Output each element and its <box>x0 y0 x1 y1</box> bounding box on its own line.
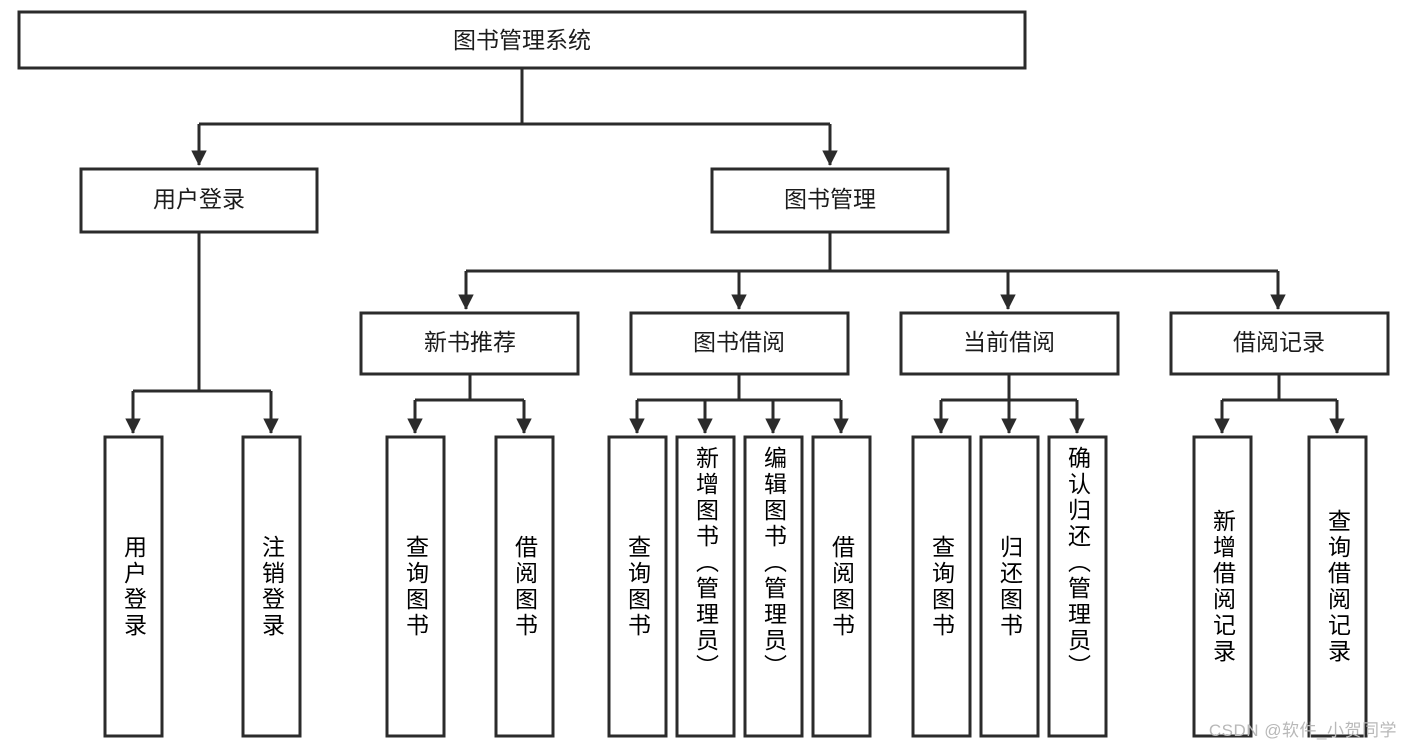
leaf-borrow-books-recommend-label: 借阅图书 <box>511 534 538 639</box>
leaf-confirm-return-admin-box[interactable] <box>1047 435 1108 738</box>
leaf-query-books-current-box[interactable] <box>911 435 972 738</box>
leaf-query-borrow-record-label: 查询借阅记录 <box>1324 508 1351 665</box>
node-user-login-box[interactable] <box>79 167 319 234</box>
node-book-management[interactable]: 图书管理 <box>710 167 950 234</box>
leaf-query-books-recommend-label: 查询图书 <box>402 534 429 639</box>
leaf-query-books-current[interactable]: 查询图书 <box>911 435 972 738</box>
leaf-query-borrow-record-box[interactable] <box>1307 435 1368 738</box>
leaf-query-books-borrow[interactable]: 查询图书 <box>607 435 668 738</box>
node-current-borrowing[interactable]: 当前借阅 <box>899 311 1120 376</box>
leaf-edit-book-admin-box[interactable] <box>743 435 804 738</box>
leaf-user-login-box[interactable] <box>103 435 164 738</box>
node-borrowing-records-box[interactable] <box>1169 311 1390 376</box>
node-book-management-label: 图书管理 <box>784 186 876 212</box>
leaf-edit-book-admin-label: 编辑图书（管理员） <box>760 446 787 680</box>
leaf-user-login[interactable]: 用户登录 <box>103 435 164 738</box>
leaf-return-books-label: 归还图书 <box>996 534 1023 639</box>
node-book-borrowing-box[interactable] <box>629 311 850 376</box>
leaf-add-book-admin[interactable]: 新增图书（管理员） <box>675 435 736 738</box>
node-root-library-management-system[interactable]: 图书管理系统 <box>17 10 1027 70</box>
leaf-add-borrow-record[interactable]: 新增借阅记录 <box>1192 435 1253 738</box>
node-user-login[interactable]: 用户登录 <box>79 167 319 234</box>
leaf-return-books[interactable]: 归还图书 <box>979 435 1040 738</box>
connector-group-current-borrowing <box>933 374 1085 434</box>
leaf-borrow-books[interactable]: 借阅图书 <box>811 435 872 738</box>
node-user-login-label: 用户登录 <box>153 186 245 212</box>
leaf-query-books-recommend[interactable]: 查询图书 <box>385 435 446 738</box>
node-new-book-recommendation[interactable]: 新书推荐 <box>359 311 580 376</box>
leaf-borrow-books-recommend-box[interactable] <box>494 435 555 738</box>
leaf-logout[interactable]: 注销登录 <box>241 435 302 738</box>
node-current-borrowing-box[interactable] <box>899 311 1120 376</box>
connector-group-borrowing-records <box>1214 374 1345 434</box>
leaf-logout-label: 注销登录 <box>258 534 285 639</box>
leaf-return-books-box[interactable] <box>979 435 1040 738</box>
leaf-add-book-admin-label: 新增图书（管理员） <box>692 446 719 680</box>
leaf-confirm-return-admin-label: 确认归还（管理员） <box>1064 446 1091 680</box>
leaf-query-books-recommend-box[interactable] <box>385 435 446 738</box>
node-book-borrowing-label: 图书借阅 <box>693 329 785 355</box>
connector-group-root <box>191 68 838 166</box>
connector-group-user-login <box>125 232 279 434</box>
node-root-box[interactable] <box>17 10 1027 70</box>
leaf-query-books-borrow-box[interactable] <box>607 435 668 738</box>
node-book-borrowing[interactable]: 图书借阅 <box>629 311 850 376</box>
node-current-borrowing-label: 当前借阅 <box>963 329 1055 355</box>
leaf-borrow-books-recommend[interactable]: 借阅图书 <box>494 435 555 738</box>
node-book-management-box[interactable] <box>710 167 950 234</box>
leaf-add-borrow-record-label: 新增借阅记录 <box>1209 508 1236 665</box>
leaf-confirm-return-admin[interactable]: 确认归还（管理员） <box>1047 435 1108 738</box>
leaf-add-book-admin-box[interactable] <box>675 435 736 738</box>
node-root-label: 图书管理系统 <box>453 27 591 53</box>
leaf-user-login-label: 用户登录 <box>120 534 147 639</box>
leaf-query-books-borrow-label: 查询图书 <box>624 534 651 639</box>
node-new-book-label: 新书推荐 <box>424 329 516 355</box>
leaf-add-borrow-record-box[interactable] <box>1192 435 1253 738</box>
leaf-query-books-current-label: 查询图书 <box>928 534 955 639</box>
leaf-edit-book-admin[interactable]: 编辑图书（管理员） <box>743 435 804 738</box>
leaf-borrow-books-label: 借阅图书 <box>828 534 855 639</box>
connector-group-book-management <box>458 232 1286 310</box>
connector-group-book-borrowing <box>629 374 849 434</box>
node-new-book-box[interactable] <box>359 311 580 376</box>
leaf-query-borrow-record[interactable]: 查询借阅记录 <box>1307 435 1368 738</box>
connector-group-new-book <box>407 374 532 434</box>
node-borrowing-records[interactable]: 借阅记录 <box>1169 311 1390 376</box>
leaf-borrow-books-box[interactable] <box>811 435 872 738</box>
node-borrowing-records-label: 借阅记录 <box>1233 329 1325 355</box>
leaf-logout-box[interactable] <box>241 435 302 738</box>
